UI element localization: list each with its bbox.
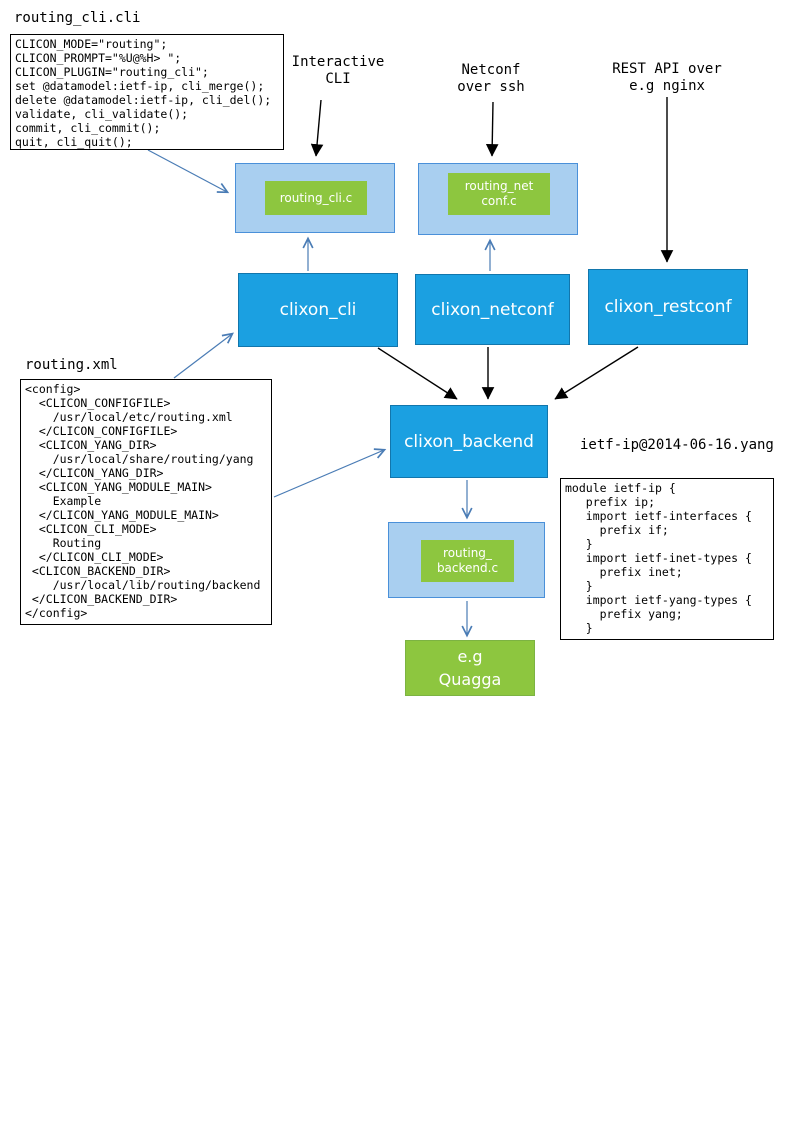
node-clixon-cli: clixon_cli [238, 273, 398, 347]
cli-code-box: CLICON_MODE="routing"; CLICON_PROMPT="%U… [10, 34, 284, 150]
clixon-backend-label: clixon_backend [404, 431, 534, 452]
cli-plugin-container: routing_cli.c [235, 163, 395, 233]
quagga-label: e.g Quagga [438, 647, 502, 689]
arrow-clixon-cli-to-backend [377, 347, 458, 400]
rest-api-label: REST API over e.g nginx [612, 61, 722, 94]
routing-netconf-plugin-label: routing_net conf.c [464, 179, 534, 208]
xml-file-label: routing.xml [25, 357, 118, 373]
clixon-netconf-label: clixon_netconf [431, 299, 554, 320]
yang-file-label: ietf-ip@2014-06-16.yang [580, 437, 774, 453]
node-clixon-restconf: clixon_restconf [588, 269, 748, 345]
yang-code-box: module ietf-ip { prefix ip; import ietf-… [560, 478, 774, 640]
netconf-over-ssh-label: Netconf over ssh [457, 62, 525, 95]
clixon-cli-label: clixon_cli [279, 300, 357, 320]
node-routing-netconf-plugin: routing_net conf.c [448, 173, 550, 215]
netconf-plugin-container: routing_net conf.c [418, 163, 578, 235]
node-routing-cli-plugin: routing_cli.c [265, 181, 367, 215]
node-clixon-backend: clixon_backend [390, 405, 548, 478]
clixon-restconf-label: clixon_restconf [604, 297, 732, 317]
arrow-netconf-ssh-to-netconf-plugin [485, 101, 499, 157]
arrow-clixon-restconf-to-backend [554, 346, 639, 400]
node-clixon-netconf: clixon_netconf [415, 274, 570, 345]
arrow-cli-file-to-cli-plugin [147, 149, 230, 194]
xml-code-box: <config> <CLICON_CONFIGFILE> /usr/local/… [20, 379, 272, 625]
arrow-xml-to-backend [273, 448, 387, 498]
cli-file-label: routing_cli.cli [14, 10, 141, 26]
node-routing-backend-plugin: routing_ backend.c [421, 540, 514, 582]
routing-cli-plugin-label: routing_cli.c [279, 190, 353, 205]
arrow-xml-to-clixon-cli [173, 332, 234, 379]
routing-backend-plugin-label: routing_ backend.c [436, 546, 499, 575]
backend-plugin-container: routing_ backend.c [388, 522, 545, 598]
interactive-cli-label: Interactive CLI [291, 54, 385, 87]
node-quagga: e.g Quagga [405, 640, 535, 696]
arrow-interactive-cli-to-cli-plugin [310, 99, 324, 157]
